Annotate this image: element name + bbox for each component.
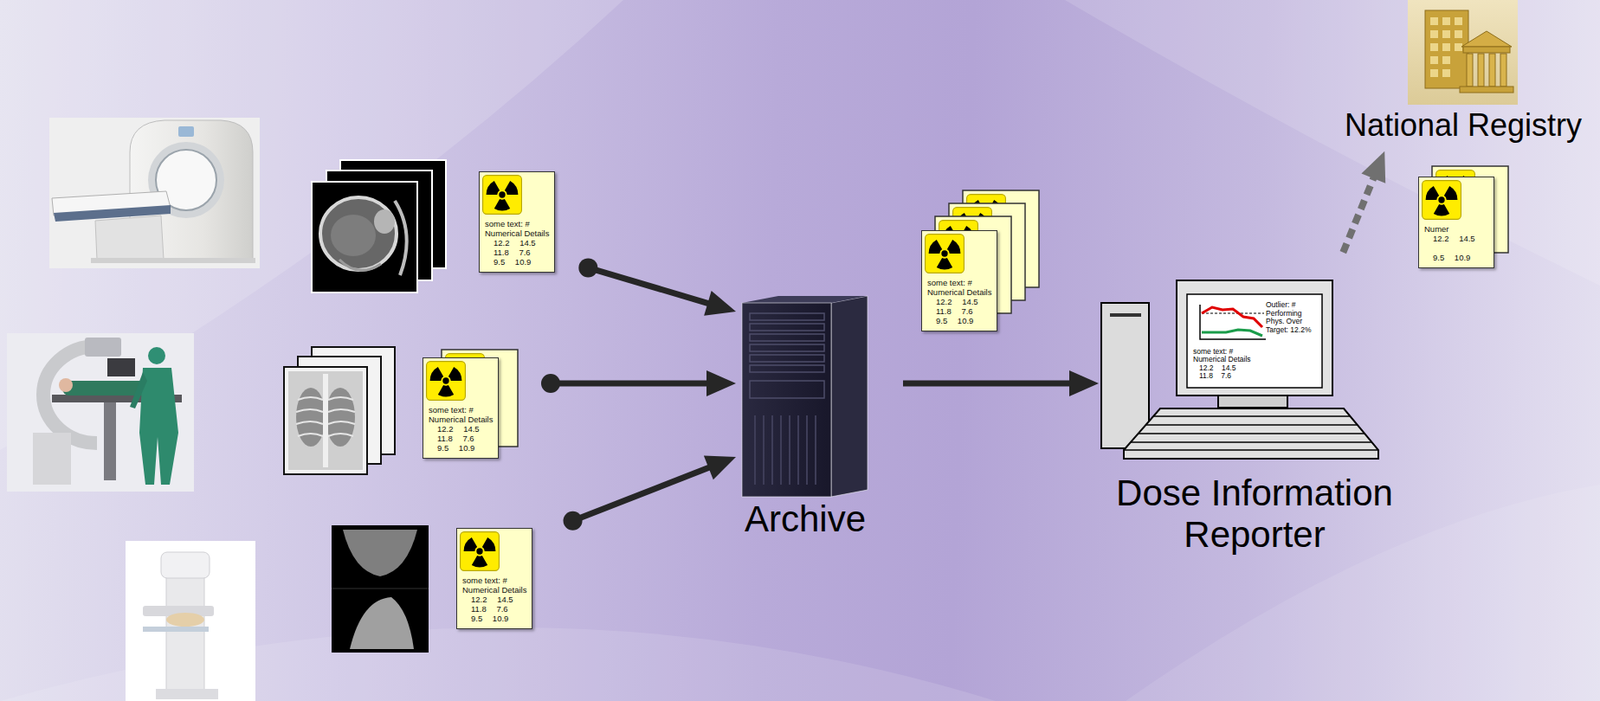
report-text: Numer bbox=[1424, 224, 1491, 234]
numeric-row: 12.2 14.5 bbox=[1424, 233, 1491, 244]
numeric-row: 12.2 14.5 bbox=[462, 594, 529, 605]
radiation-icon bbox=[924, 233, 965, 274]
node-label: National Registry bbox=[1333, 107, 1594, 143]
numeric-row: 9.5 10.9 bbox=[927, 316, 994, 326]
connector-line bbox=[573, 465, 714, 522]
dashed-arrow bbox=[1342, 151, 1386, 253]
arrow-head bbox=[1069, 370, 1099, 397]
ct-image-stack bbox=[311, 160, 446, 293]
arrow-head bbox=[703, 290, 736, 317]
archive-server: Archive bbox=[735, 296, 875, 541]
screen-note: Outlier: # Performing Phys. Over Target:… bbox=[1265, 301, 1320, 335]
arrow-head bbox=[1361, 151, 1386, 184]
numeric-row: 11.8 7.6 bbox=[428, 433, 495, 444]
connector-arrow bbox=[903, 370, 1099, 397]
report-text: Numerical Details bbox=[484, 228, 551, 239]
c-arm-fluoroscopy bbox=[6, 333, 194, 492]
node-label: Dose Information Reporter bbox=[1098, 472, 1411, 557]
dose-report: some text: #Numerical Details12.2 14.511… bbox=[456, 528, 533, 630]
connector-line bbox=[903, 380, 1075, 388]
xray-image-stack bbox=[283, 347, 395, 475]
radiation-symbol bbox=[426, 361, 466, 401]
national-registry: National Registry bbox=[1333, 0, 1594, 143]
connector-arrow bbox=[578, 258, 736, 316]
numeric-row: 9.5 10.9 bbox=[1424, 252, 1491, 263]
connector-arrow bbox=[563, 455, 736, 530]
connector-dot bbox=[541, 374, 561, 394]
radiation-icon bbox=[482, 174, 523, 215]
connector-line bbox=[550, 380, 712, 388]
numeric-row: 9.5 10.9 bbox=[462, 613, 529, 624]
screen-text: Numerical Details bbox=[1193, 355, 1252, 364]
report-text: Numerical Details bbox=[462, 585, 529, 595]
radiation-icon bbox=[459, 531, 500, 572]
report-text: some text: # bbox=[927, 277, 994, 288]
dose-report: some text: #Numerical Details12.2 14.511… bbox=[422, 357, 499, 459]
radiation-symbol bbox=[460, 532, 500, 572]
numeric-row: 11.8 7.6 bbox=[927, 306, 994, 317]
radiation-icon bbox=[425, 361, 466, 401]
screen-text: some text: # bbox=[1193, 348, 1252, 356]
arrow-head bbox=[703, 455, 736, 480]
numeric-row: 11.8 7.6 bbox=[462, 604, 529, 614]
report-text: some text: # bbox=[484, 219, 551, 229]
report-text: some text: # bbox=[462, 575, 529, 586]
connector-line bbox=[587, 267, 713, 305]
report-text: Numerical Details bbox=[927, 287, 994, 297]
ct-scanner bbox=[49, 117, 260, 269]
dose-reporter-workstation: Dose Information Reporter Outlier: # Perf… bbox=[1098, 280, 1411, 557]
numeric-row: 9.5 10.9 bbox=[484, 257, 551, 267]
computer-workstation bbox=[1101, 280, 1379, 459]
dose-report: Numer12.2 14.5 9.5 10.9 bbox=[1418, 176, 1495, 269]
mammography-unit bbox=[125, 541, 256, 701]
report-text: Numerical Details bbox=[428, 414, 495, 425]
numeric-row: 12.2 14.5 bbox=[1193, 364, 1252, 373]
node-label: Archive bbox=[735, 498, 875, 541]
report-text: some text: # bbox=[428, 405, 495, 415]
arrow-head bbox=[706, 370, 736, 397]
connector-line bbox=[1342, 174, 1375, 253]
numeric-row: 11.8 7.6 bbox=[484, 247, 551, 258]
connector-arrow bbox=[541, 370, 736, 397]
archive-server bbox=[741, 296, 868, 497]
screen-details: some text: #Numerical Details12.2 14.511… bbox=[1193, 348, 1252, 381]
monitor-screen: Outlier: # Performing Phys. Over Target:… bbox=[1187, 294, 1323, 388]
connector-dot bbox=[578, 258, 598, 278]
dose-report: some text: #Numerical Details12.2 14.511… bbox=[921, 230, 998, 332]
radiation-symbol bbox=[1422, 180, 1462, 220]
connector-dot bbox=[563, 511, 583, 531]
numeric-row: 12.2 14.5 bbox=[428, 424, 495, 434]
radiation-icon bbox=[1421, 180, 1462, 220]
report-back-sheets bbox=[441, 166, 1509, 447]
numeric-row: 12.2 14.5 bbox=[927, 296, 994, 307]
dose-report: some text: #Numerical Details12.2 14.511… bbox=[478, 171, 555, 273]
numeric-row: 12.2 14.5 bbox=[484, 238, 551, 248]
radiation-symbol bbox=[925, 234, 965, 274]
numeric-row: 9.5 10.9 bbox=[428, 443, 495, 453]
radiation-symbol bbox=[483, 175, 523, 215]
mammogram-image bbox=[331, 525, 429, 653]
numeric-row: 11.8 7.6 bbox=[1193, 372, 1252, 381]
registry-building-icon bbox=[1407, 0, 1518, 105]
